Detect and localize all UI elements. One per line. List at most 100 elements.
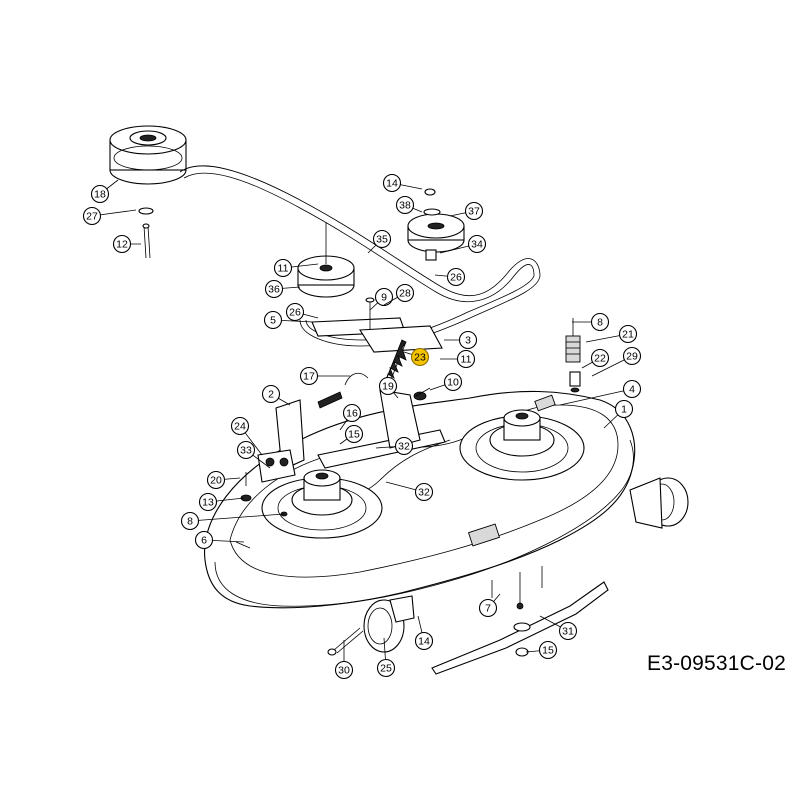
callout-bubble [261, 384, 281, 404]
callout-number: 10 [447, 377, 459, 389]
callout-bubble [590, 312, 610, 332]
callout-bubble [198, 492, 218, 512]
callout-bubble [446, 267, 466, 287]
callout-number: 33 [240, 445, 252, 457]
callout-number: 4 [629, 384, 635, 396]
callout-bubble [344, 424, 364, 444]
callout-31: 31 [539, 615, 578, 641]
callout-bubble [206, 470, 226, 490]
mower-blade [431, 581, 609, 675]
callout-number: 35 [376, 234, 388, 246]
callout-number: 24 [234, 421, 246, 433]
callout-11: 11 [440, 349, 476, 369]
callout-bubble [90, 184, 110, 204]
callout-number: 22 [594, 353, 606, 365]
callout-number: 28 [399, 288, 411, 300]
height-adjust-spring-assembly [565, 318, 581, 393]
callout-number: 11 [278, 263, 289, 275]
callout-6: 6 [194, 530, 245, 550]
bolt-12 [142, 223, 151, 259]
callout-number: 23 [414, 352, 426, 364]
callout-bubble [194, 530, 214, 550]
callout-bubble [414, 482, 434, 502]
callout-bubble [374, 287, 394, 307]
callout-number: 26 [289, 307, 301, 319]
callout-number: 37 [468, 206, 480, 218]
callout-number: 36 [268, 284, 280, 296]
callout-32: 32 [375, 436, 414, 456]
callout-number: 20 [210, 475, 222, 487]
callout-bubble [395, 195, 415, 215]
callout-number: 3 [465, 335, 471, 347]
callout-bubble [478, 598, 498, 618]
callout-18: 18 [90, 179, 119, 204]
callout-bubble [299, 366, 319, 386]
idler-bracket-assembly [257, 399, 305, 483]
callout-number: 11 [461, 354, 472, 366]
callout-number: 7 [485, 603, 491, 615]
callout-number: 29 [626, 351, 638, 363]
callout-4: 4 [559, 379, 642, 406]
callout-8: 8 [572, 312, 610, 332]
callout-bubble [458, 330, 478, 350]
callout-24: 24 [230, 416, 263, 456]
callout-11: 11 [273, 258, 319, 278]
callout-number: 2 [268, 389, 274, 401]
callout-bubble [590, 348, 610, 368]
callout-bubble [382, 173, 402, 193]
callout-25: 25 [376, 637, 396, 678]
callout-23: 23 [403, 347, 430, 367]
callout-bubble [230, 416, 250, 436]
callout-bubble [394, 436, 414, 456]
callout-10: 10 [429, 372, 463, 392]
callout-bubble [236, 440, 256, 460]
callout-number: 38 [399, 200, 411, 212]
callout-bubble [263, 310, 283, 330]
callout-26: 26 [434, 267, 466, 287]
drawing-code: E3-09531C-02 [647, 652, 786, 675]
callout-number: 6 [201, 535, 207, 547]
idler-pulley-37 [407, 188, 465, 261]
callout-number: 12 [116, 239, 128, 251]
callout-bubble [618, 324, 638, 344]
callout-bubble [622, 379, 642, 399]
callout-number: 14 [418, 636, 430, 648]
callout-bubble [334, 660, 354, 680]
callout-number: 9 [381, 292, 387, 304]
callout-number: 27 [86, 211, 98, 223]
callout-28: 28 [383, 283, 415, 306]
callout-14: 14 [382, 173, 423, 193]
callout-number: 31 [562, 626, 574, 638]
idler-pulley-36 [297, 222, 355, 298]
callout-number: 14 [386, 178, 398, 190]
callout-number: 15 [348, 429, 360, 441]
callout-1: 1 [603, 399, 634, 429]
callout-leader [559, 388, 633, 406]
callout-37: 37 [449, 201, 484, 221]
callout-number: 1 [621, 404, 627, 416]
callout-30: 30 [334, 640, 354, 680]
deck-bracket-4 [534, 394, 556, 412]
callout-number: 5 [270, 315, 276, 327]
callout-32: 32 [385, 481, 434, 502]
callout-bubble [414, 631, 434, 651]
front-anti-scalp-wheel [363, 595, 415, 653]
idler-arm [311, 297, 443, 353]
callout-16: 16 [339, 403, 362, 431]
callout-27: 27 [82, 206, 137, 226]
callout-bubble [264, 279, 284, 299]
callout-bubble [285, 302, 305, 322]
callout-3: 3 [444, 330, 478, 350]
callout-number: 17 [303, 371, 315, 383]
nut-10 [413, 387, 431, 401]
callout-bubble [614, 399, 634, 419]
spring-17 [317, 372, 369, 409]
callout-5: 5 [263, 310, 314, 330]
callout-number: 8 [187, 516, 193, 528]
callout-bubble [538, 640, 558, 660]
callout-15: 15 [525, 640, 558, 660]
callout-9: 9 [369, 287, 394, 311]
deck-bolts-7 [491, 566, 543, 610]
callout-bubble [342, 403, 362, 423]
callout-bubble [372, 229, 392, 249]
